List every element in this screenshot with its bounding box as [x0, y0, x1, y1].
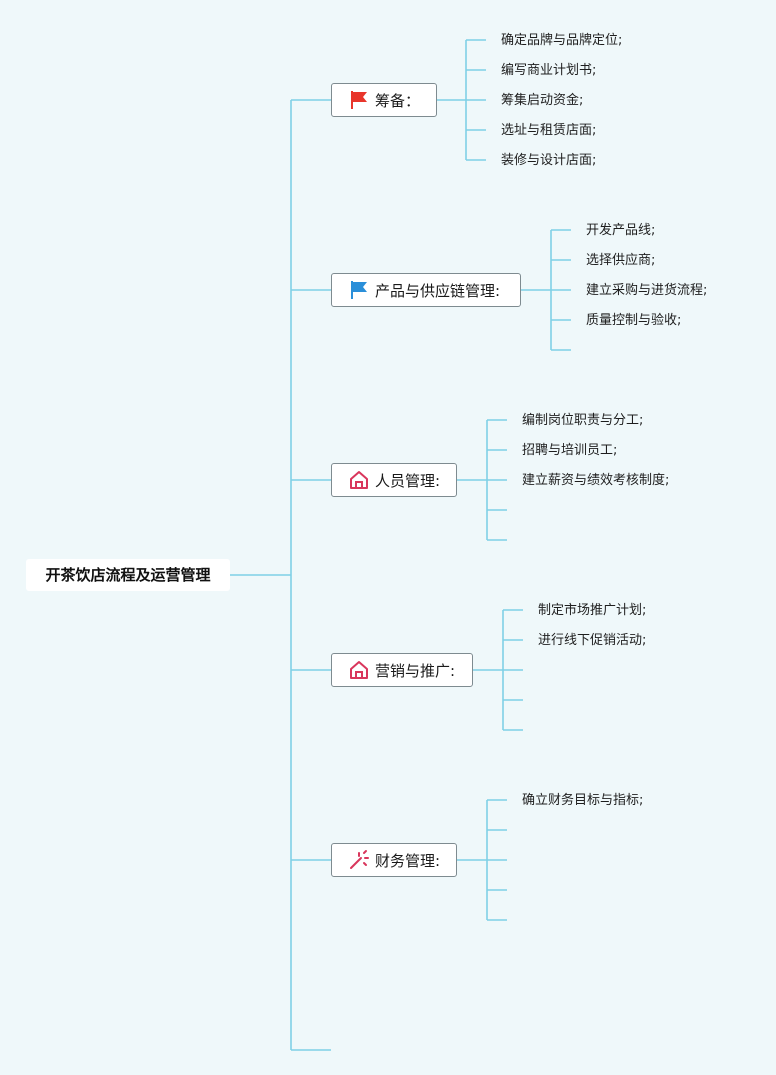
leaf-topic[interactable]: 装修与设计店面; — [501, 153, 597, 168]
leaf-topic[interactable]: 质量控制与验收; — [586, 313, 682, 328]
branch-preparation[interactable]: 筹备： — [331, 83, 437, 117]
blue-flag-icon — [348, 279, 370, 301]
house-icon — [348, 469, 370, 491]
leaf-topic[interactable]: 招聘与培训员工; — [522, 443, 618, 458]
house-icon — [348, 659, 370, 681]
branch-label: 产品与供应链管理: — [375, 281, 501, 300]
leaf-topic[interactable]: 制定市场推广计划; — [538, 603, 647, 618]
leaf-topic[interactable]: 编制岗位职责与分工; — [522, 413, 644, 428]
branch-product-supply-chain[interactable]: 产品与供应链管理: — [331, 273, 521, 307]
leaf-topic[interactable]: 确立财务目标与指标; — [522, 793, 644, 808]
branch-personnel[interactable]: 人员管理: — [331, 463, 457, 497]
branch-label: 人员管理: — [375, 471, 441, 490]
branch-label: 营销与推广: — [375, 661, 456, 680]
leaf-topic[interactable]: 选址与租赁店面; — [501, 123, 597, 138]
leaf-topic[interactable]: 建立采购与进货流程; — [586, 283, 708, 298]
branch-label: 财务管理: — [375, 851, 441, 870]
branch-label: 筹备： — [375, 91, 421, 110]
leaf-topic[interactable]: 确定品牌与品牌定位; — [501, 33, 623, 48]
branch-finance[interactable]: 财务管理: — [331, 843, 457, 877]
root-topic[interactable]: 开茶饮店流程及运营管理 — [26, 559, 230, 591]
branch-marketing[interactable]: 营销与推广: — [331, 653, 473, 687]
sparkle-wand-icon — [348, 849, 370, 871]
leaf-topic[interactable]: 开发产品线; — [586, 223, 656, 238]
leaf-topic[interactable]: 建立薪资与绩效考核制度; — [522, 473, 670, 488]
leaf-topic[interactable]: 编写商业计划书; — [501, 63, 597, 78]
red-flag-icon — [348, 89, 370, 111]
leaf-topic[interactable]: 选择供应商; — [586, 253, 656, 268]
leaf-topic[interactable]: 筹集启动资金; — [501, 93, 584, 108]
leaf-topic[interactable]: 进行线下促销活动; — [538, 633, 647, 648]
